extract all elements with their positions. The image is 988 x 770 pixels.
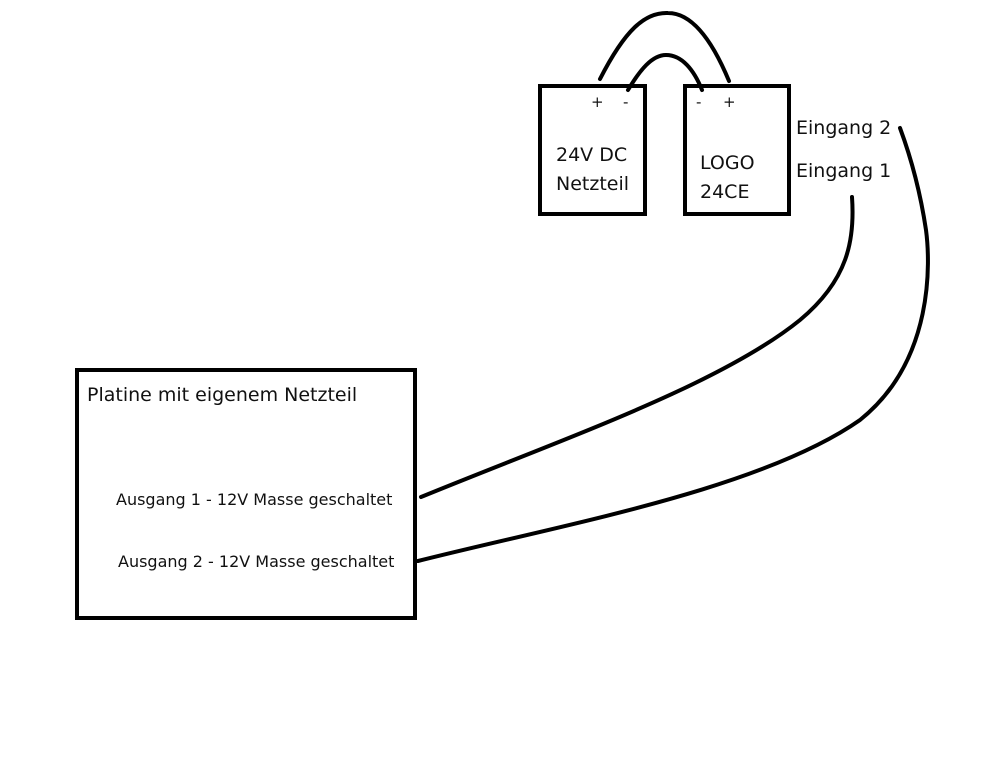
wire-output2-input2: [416, 126, 930, 563]
logo-minus-terminal: -: [696, 93, 702, 111]
psu-label-line1: 24V DC: [556, 144, 628, 166]
psu-plus-terminal: +: [591, 93, 604, 111]
circuit-board-box: [75, 368, 417, 620]
output-1-label: Ausgang 1 - 12V Masse geschaltet: [116, 490, 393, 509]
power-supply-box: [538, 84, 647, 216]
wire-minus: [626, 52, 704, 92]
board-title: Platine mit eigenem Netzteil: [87, 384, 358, 406]
input-2-label: Eingang 2: [796, 117, 892, 139]
input-1-label: Eingang 1: [796, 160, 892, 182]
wire-output1-input1: [419, 195, 855, 499]
logo-plus-terminal: +: [723, 93, 736, 111]
wire-plus: [598, 10, 731, 83]
logo-label-line2: 24CE: [700, 181, 750, 203]
psu-minus-terminal: -: [623, 93, 629, 111]
psu-label-line2: Netzteil: [556, 173, 630, 195]
output-2-label: Ausgang 2 - 12V Masse geschaltet: [118, 552, 395, 571]
logo-label-line1: LOGO: [700, 152, 755, 174]
logo-box: [683, 84, 791, 216]
